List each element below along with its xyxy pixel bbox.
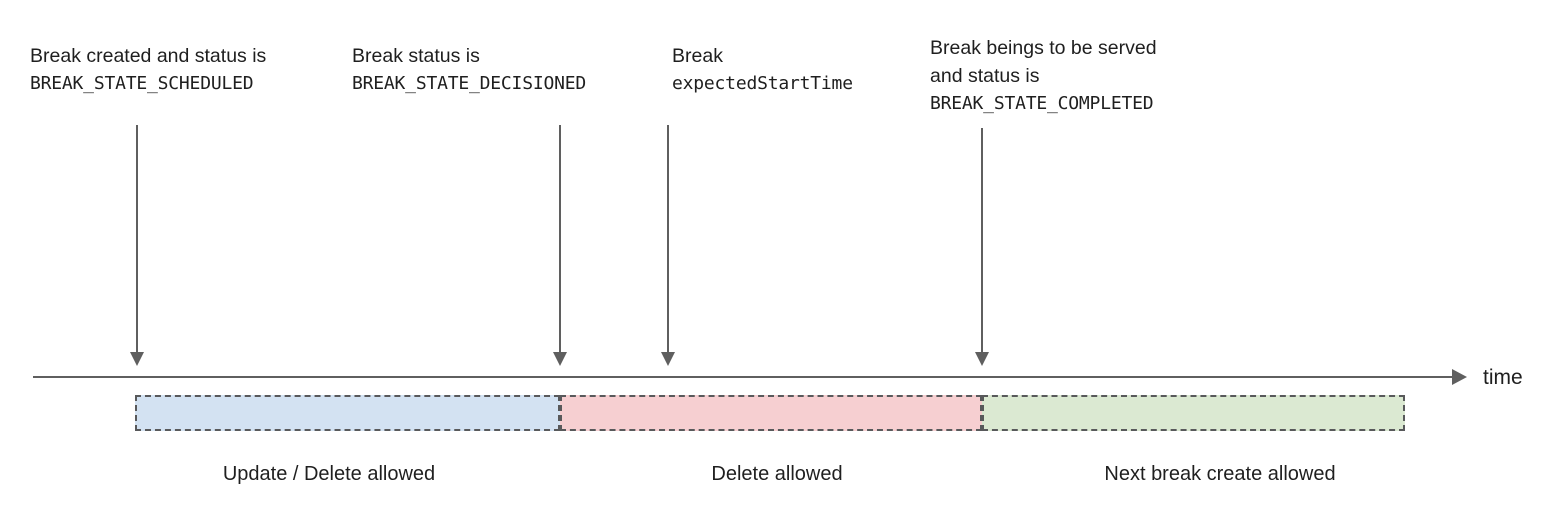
arrow-shaft [981, 128, 983, 353]
time-axis-line [33, 376, 1465, 378]
arrow-down-icon-expected-start [661, 125, 675, 366]
arrow-shaft [136, 125, 138, 353]
event-label-completed: Break beings to be served and status is … [930, 34, 1157, 118]
arrow-down-icon-completed [975, 128, 989, 366]
arrow-head [130, 352, 144, 366]
event-label-decisioned: Break status is BREAK_STATE_DECISIONED [352, 42, 586, 98]
phase-bar-decisioned [560, 395, 982, 431]
event-label-completed-line3: BREAK_STATE_COMPLETED [930, 93, 1154, 114]
arrow-right-icon [1452, 369, 1467, 385]
phase-bar-completed [982, 395, 1405, 431]
event-label-completed-line1: Break beings to be served [930, 37, 1157, 59]
event-label-decisioned-line2: BREAK_STATE_DECISIONED [352, 73, 587, 94]
event-label-created: Break created and status is BREAK_STATE_… [30, 42, 266, 98]
event-label-expected-start-line1: Break [672, 45, 723, 67]
event-label-completed-line2: and status is [930, 65, 1040, 87]
event-label-expected-start: Break expectedStartTime [672, 42, 853, 98]
phase-bar-scheduled [135, 395, 560, 431]
event-label-created-line2: BREAK_STATE_SCHEDULED [30, 73, 254, 94]
event-label-created-line1: Break created and status is [30, 45, 267, 67]
phase-caption-decisioned: Delete allowed [711, 463, 843, 485]
arrow-head [975, 352, 989, 366]
arrow-shaft [559, 125, 561, 353]
event-label-decisioned-line1: Break status is [352, 45, 480, 67]
phase-caption-completed: Next break create allowed [1104, 463, 1336, 485]
arrow-down-icon-created [130, 125, 144, 366]
phase-caption-scheduled: Update / Delete allowed [222, 463, 436, 485]
time-axis-label: time [1483, 366, 1523, 389]
arrow-head [661, 352, 675, 366]
event-label-expected-start-line2: expectedStartTime [672, 73, 853, 94]
arrow-shaft [667, 125, 669, 353]
arrow-down-icon-decisioned [553, 125, 567, 366]
arrow-head [553, 352, 567, 366]
